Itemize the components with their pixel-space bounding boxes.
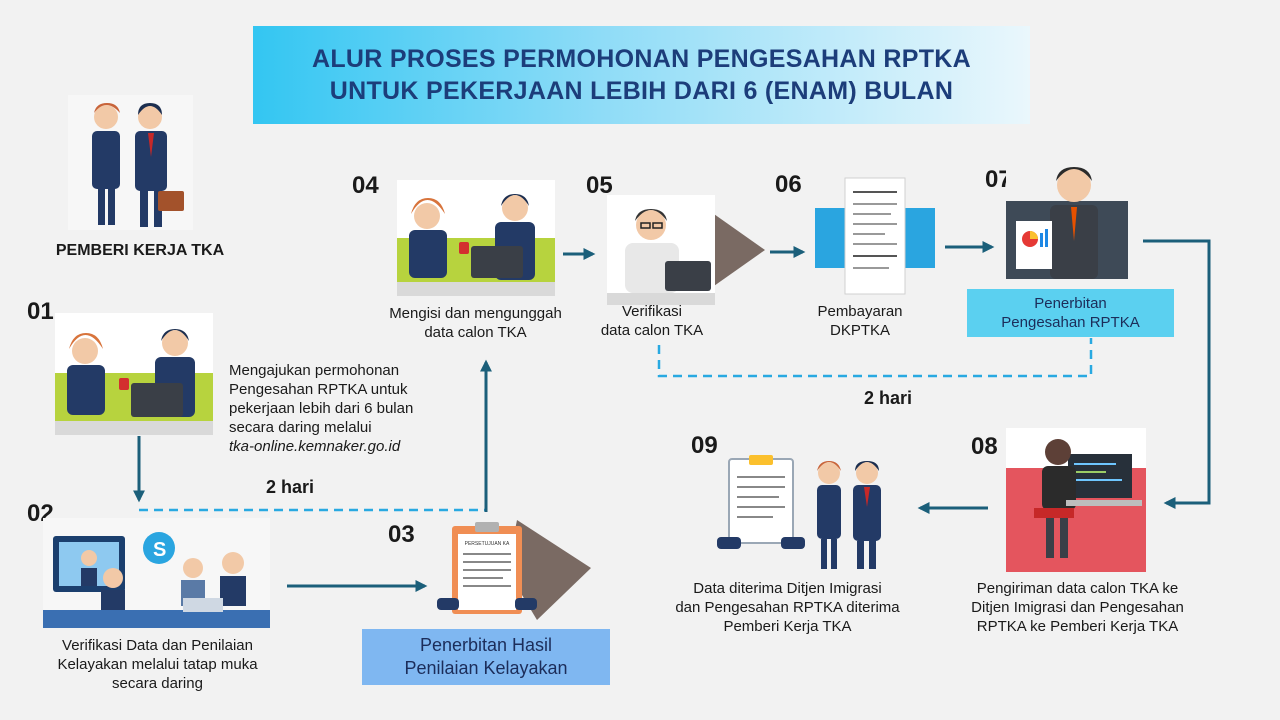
step-06-number: 06 — [775, 171, 802, 198]
step-07-box-line: Penerbitan — [1034, 295, 1107, 312]
duration-right: 2 hari — [864, 388, 913, 408]
step-06-illustration — [815, 174, 935, 298]
step-02-description: Verifikasi Data dan Penilaian Kelayakan … — [25, 636, 290, 693]
step-05-desc-line: Verifikasi — [621, 303, 683, 320]
step-09-number: 09 — [691, 432, 718, 459]
step-03-box-line: Penilaian Kelayakan — [404, 658, 568, 678]
step-01-desc-line: Pengesahan RPTKA untuk — [229, 381, 408, 398]
title-banner: ALUR PROSES PERMOHONAN PENGESAHAN RPTKA … — [253, 26, 1030, 124]
step-06-desc-line: Pembayaran — [817, 303, 903, 320]
duration-left: 2 hari — [266, 477, 315, 497]
step-08-illustration — [1006, 428, 1146, 572]
step-08-desc-line: Ditjen Imigrasi dan Pengesahan — [971, 599, 1184, 616]
title-line-2: UNTUK PEKERJAAN LEBIH DARI 6 (ENAM) BULA… — [329, 77, 954, 105]
step-02-desc-line: Kelayakan melalui tatap muka — [57, 656, 258, 673]
step-06-desc-line: DKPTKA — [829, 322, 890, 339]
step-04-illustration — [397, 180, 555, 296]
step-04-description: Mengisi dan mengunggah data calon TKA — [358, 304, 593, 342]
dashed-duration-right — [657, 338, 1093, 378]
step-05-desc-line: data calon TKA — [600, 322, 704, 339]
step-04-desc-line: data calon TKA — [424, 324, 527, 341]
step-05-description: Verifikasi data calon TKA — [572, 302, 732, 340]
step-09-desc-line: dan Pengesahan RPTKA diterima — [675, 599, 900, 616]
step-07-box-line: Pengesahan RPTKA — [1001, 314, 1140, 331]
step-03-result-box: Penerbitan Hasil Penilaian Kelayakan — [362, 629, 610, 685]
arrow-07-to-08 — [1143, 239, 1211, 509]
step-05-illustration — [607, 195, 765, 305]
step-09-desc-line: Pemberi Kerja TKA — [723, 618, 852, 635]
step-02-illustration: S — [43, 518, 270, 628]
step-08-desc-line: RPTKA ke Pemberi Kerja TKA — [976, 618, 1179, 635]
step-01-desc-line: secara daring melalui — [229, 419, 372, 436]
step-07-issuance-box: Penerbitan Pengesahan RPTKA — [967, 289, 1174, 337]
step-09-illustration — [717, 455, 897, 571]
step-03-number: 03 — [388, 521, 415, 548]
step-01-desc-line: Mengajukan permohonan — [229, 362, 400, 379]
step-03-illustration: PERSETUJUAN KA — [437, 520, 591, 620]
step-01-description: Mengajukan permohonan Pengesahan RPTKA u… — [229, 361, 469, 456]
step-02-desc-line: secara daring — [112, 675, 203, 692]
step-05-number: 05 — [586, 172, 613, 199]
step-07-illustration — [1006, 161, 1128, 279]
step-06-description: Pembayaran DKPTKA — [790, 302, 930, 340]
step-04-number: 04 — [352, 172, 379, 199]
step-08-number: 08 — [971, 433, 998, 460]
actor-label: PEMBERI KERJA TKA — [55, 242, 225, 259]
step-09-desc-line: Data diterima Ditjen Imigrasi — [693, 580, 882, 597]
step-01-number: 01 — [27, 298, 54, 325]
step-08-desc-line: Pengiriman data calon TKA ke — [976, 580, 1179, 597]
step-01-desc-line: pekerjaan lebih dari 6 bulan — [229, 400, 414, 417]
step-01-link[interactable]: tka-online.kemnaker.go.id — [229, 438, 401, 455]
step-08-description: Pengiriman data calon TKA ke Ditjen Imig… — [945, 579, 1210, 636]
step-02-desc-line: Verifikasi Data dan Penilaian — [62, 637, 253, 654]
step-03-doc-title: PERSETUJUAN KA — [465, 541, 510, 547]
title-line-1: ALUR PROSES PERMOHONAN PENGESAHAN RPTKA — [312, 45, 971, 73]
step-09-description: Data diterima Ditjen Imigrasi dan Penges… — [655, 579, 920, 636]
step-04-desc-line: Mengisi dan mengunggah — [389, 305, 562, 322]
step-03-box-line: Penerbitan Hasil — [419, 635, 553, 655]
step-01-illustration — [55, 313, 213, 435]
svg-text:S: S — [153, 539, 166, 561]
employer-illustration — [68, 95, 193, 230]
